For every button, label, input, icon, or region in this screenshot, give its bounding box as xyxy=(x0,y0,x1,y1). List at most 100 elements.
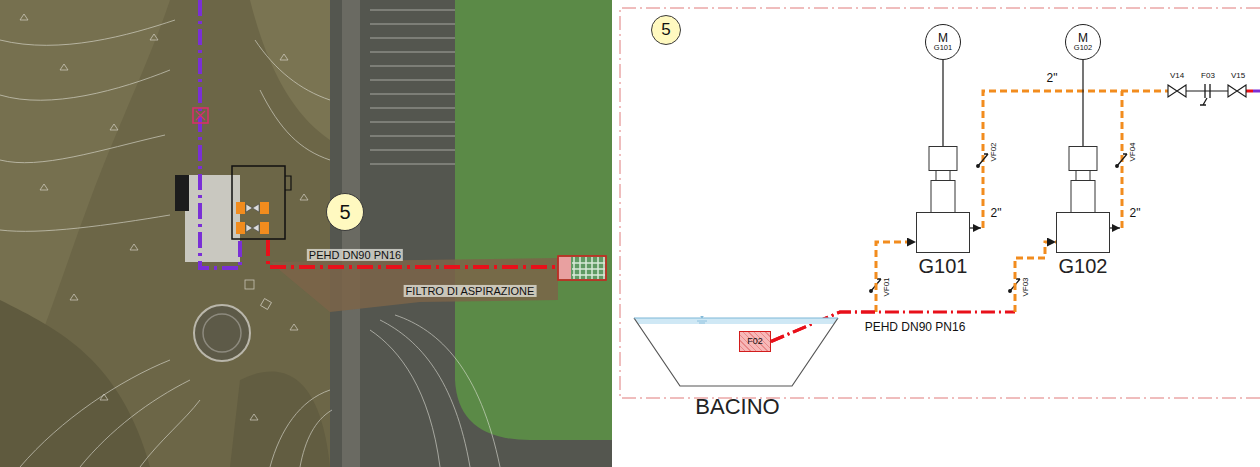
contour-line xyxy=(370,66,455,67)
pipe-connector xyxy=(1082,60,1083,146)
sheet-ground xyxy=(612,0,1260,467)
tank xyxy=(194,305,250,361)
tank xyxy=(203,314,241,352)
check-valve xyxy=(1117,154,1127,166)
motor-circle: MG102 xyxy=(1065,24,1101,60)
pump-house-outline xyxy=(285,176,291,190)
intake-filter xyxy=(572,257,605,279)
pump-symbol xyxy=(236,222,245,234)
basin-shape xyxy=(634,318,838,386)
contour-line xyxy=(370,108,455,109)
valve-tag: VF02 xyxy=(990,142,999,161)
pipe-size: 2" xyxy=(991,207,1002,220)
contour-line xyxy=(370,10,455,11)
pump-body xyxy=(1071,181,1095,213)
pump-body xyxy=(931,181,955,213)
intake-filter xyxy=(559,257,605,279)
pump-label: G101 xyxy=(919,256,968,277)
check-valve xyxy=(977,165,980,168)
discharge-line xyxy=(1186,90,1228,91)
ground-patch xyxy=(250,0,330,140)
filter-label: F02 xyxy=(747,337,763,346)
aerial-map xyxy=(0,0,612,467)
survey-mark xyxy=(20,14,308,420)
water-level xyxy=(634,317,838,318)
contour-line xyxy=(370,38,455,39)
contour-line xyxy=(370,80,455,81)
valve-tag: VF03 xyxy=(1022,277,1031,296)
contour-line xyxy=(0,215,170,231)
pipe-spec: PEHD DN90 PN16 xyxy=(307,249,403,261)
intake-filter xyxy=(559,257,571,279)
survey-mark xyxy=(60,64,68,70)
ground xyxy=(0,0,612,467)
survey-mark xyxy=(100,394,108,400)
pump-body xyxy=(1076,171,1090,181)
discharge-line xyxy=(1246,90,1253,93)
motor-label: M xyxy=(938,32,948,45)
basin-shape xyxy=(630,316,845,390)
check-valve xyxy=(870,154,1127,292)
building-shadow xyxy=(175,175,189,211)
pump-body xyxy=(1057,213,1110,253)
contour-line xyxy=(370,330,440,467)
contour-line xyxy=(255,40,330,100)
contour-line xyxy=(80,380,190,467)
ground-patch xyxy=(0,0,330,467)
motor-label: G102 xyxy=(1074,44,1092,52)
survey-mark xyxy=(261,299,272,310)
survey-mark xyxy=(245,280,254,289)
survey-mark xyxy=(70,294,78,300)
survey-mark xyxy=(150,34,158,40)
contour-line xyxy=(370,136,455,137)
motor-circle: MG101 xyxy=(925,24,961,60)
survey-mark xyxy=(40,184,48,190)
pump-symbol xyxy=(260,222,269,234)
water-level xyxy=(697,316,707,323)
ground-patch xyxy=(0,300,150,467)
detail-frame xyxy=(620,8,1260,398)
callout-circle: 5 xyxy=(326,193,364,231)
gate-valve xyxy=(1168,85,1246,97)
pipe-connector xyxy=(771,242,1056,342)
track xyxy=(342,0,360,467)
pump-body xyxy=(929,147,957,171)
valve-tag: V15 xyxy=(1231,72,1245,81)
pipe-spec: PEHD DN90 PN16 xyxy=(865,321,966,334)
basin-label: BACINO xyxy=(695,395,779,418)
suction-pipe xyxy=(268,240,558,267)
ground-patch xyxy=(230,371,330,467)
pipe-size: 2" xyxy=(1130,207,1141,220)
line-strainer xyxy=(1200,84,1210,105)
contour-line xyxy=(380,320,470,467)
valve-tag: VF04 xyxy=(1129,142,1138,161)
valve-marker xyxy=(196,111,205,120)
valve-tag: VF01 xyxy=(883,277,892,296)
suction-filter: F02 xyxy=(739,331,771,352)
contour-line xyxy=(260,90,330,160)
pump-symbol xyxy=(236,202,269,234)
contour-line xyxy=(0,70,170,100)
discharge-line xyxy=(970,227,981,228)
discharge-pipe xyxy=(200,0,240,268)
contour-line xyxy=(370,150,455,151)
pipe-connector xyxy=(771,312,876,342)
callout-number: 5 xyxy=(339,202,350,223)
discharge-line xyxy=(983,91,1168,228)
valve-marker xyxy=(193,108,208,123)
contour-line xyxy=(370,24,455,25)
discharge-line xyxy=(970,91,1260,228)
contour-line xyxy=(370,164,455,165)
gate-valve xyxy=(1168,85,1186,97)
check-valve xyxy=(978,154,988,166)
filter-tag: F03 xyxy=(1201,72,1215,81)
gate-valve xyxy=(1228,85,1246,97)
motor-label: G101 xyxy=(934,44,952,52)
contour-line xyxy=(370,52,455,53)
check-valve xyxy=(1009,290,1012,293)
line-strainer xyxy=(1200,84,1210,105)
pump-symbol xyxy=(246,224,259,232)
check-valve xyxy=(1116,165,1119,168)
pipe-size: 2" xyxy=(1047,72,1058,85)
contour-line xyxy=(20,360,170,467)
